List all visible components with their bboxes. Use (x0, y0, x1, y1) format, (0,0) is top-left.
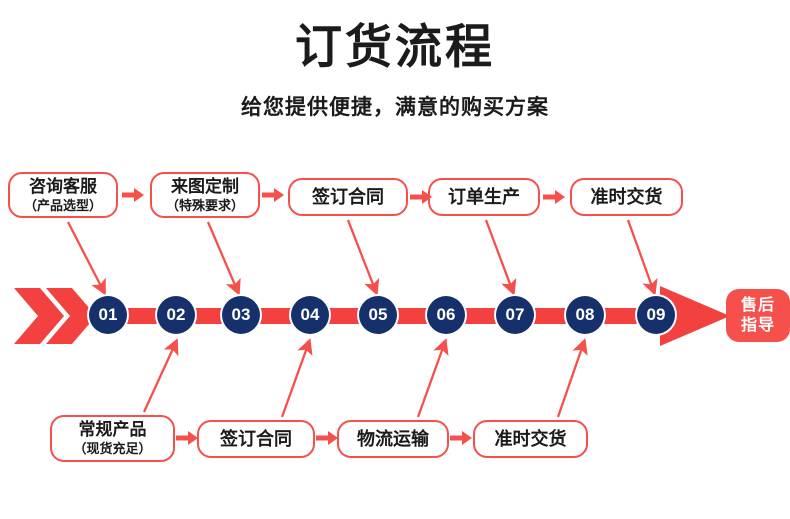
top-connector-arrow-1 (122, 188, 144, 202)
bottom-step-3[interactable]: 物流运输 (337, 420, 449, 458)
node-08[interactable]: 08 (566, 296, 604, 334)
node-01[interactable]: 01 (89, 296, 127, 334)
node-01-label: 01 (98, 305, 118, 324)
top-step-2-title: 来图定制 (171, 176, 239, 196)
top-step-2-subtitle: （特殊要求） (165, 197, 244, 213)
node-05-label: 05 (368, 305, 388, 324)
bottom-connector-arrow-1 (176, 431, 198, 445)
bottom-step-3-title: 物流运输 (357, 429, 429, 449)
top-step-1-subtitle: （产品选型） (23, 197, 102, 213)
node-04[interactable]: 04 (291, 296, 329, 334)
bottom-step-4[interactable]: 准时交货 (473, 420, 588, 458)
bottom-step-1-subtitle: （现货充足） (73, 441, 152, 456)
top-step-3[interactable]: 签订合同 (288, 178, 408, 216)
node-09-label: 09 (646, 305, 666, 324)
top-step-3-title: 签订合同 (312, 187, 384, 207)
page-title: 订货流程 (295, 20, 495, 73)
node-03[interactable]: 03 (222, 296, 260, 334)
after-sales-line1: 售后 (740, 296, 775, 314)
node-08-label: 08 (575, 305, 595, 324)
node-09[interactable]: 09 (637, 296, 675, 334)
chevron-icon-2 (46, 288, 96, 344)
node-06-label: 06 (436, 305, 456, 324)
bottom-step-1-title: 常规产品 (78, 420, 147, 439)
bottom-step-4-title: 准时交货 (494, 429, 567, 449)
top-step-1[interactable]: 咨询客服 （产品选型） (8, 172, 118, 218)
top-connector-arrow-3 (410, 190, 432, 204)
top-step-4[interactable]: 订单生产 (428, 178, 540, 216)
top-step-5[interactable]: 准时交货 (570, 178, 683, 216)
top-step-2[interactable]: 来图定制 （特殊要求） (150, 172, 260, 218)
node-04-label: 04 (300, 305, 320, 324)
top-connector-arrow-2 (262, 188, 284, 202)
top-step-4-title: 订单生产 (448, 187, 520, 207)
node-07-label: 07 (505, 305, 525, 324)
top-step-5-title: 准时交货 (590, 187, 663, 207)
after-sales-line2: 指导 (740, 316, 775, 334)
top-step-1-title: 咨询客服 (29, 176, 97, 196)
node-07[interactable]: 07 (496, 296, 534, 334)
bottom-connector-arrow-3 (450, 431, 472, 445)
bottom-step-1[interactable]: 常规产品 （现货充足） (50, 415, 175, 462)
node-06[interactable]: 06 (427, 296, 465, 334)
after-sales-badge[interactable]: 售后 指导 (726, 289, 790, 342)
node-02-label: 02 (166, 305, 186, 324)
node-02[interactable]: 02 (157, 296, 195, 334)
bottom-step-2[interactable]: 签订合同 (197, 420, 315, 458)
node-05[interactable]: 05 (359, 296, 397, 334)
top-connector-arrow-4 (543, 190, 565, 204)
page-subtitle: 给您提供便捷，满意的购买方案 (241, 96, 549, 119)
bottom-connector-arrow-2 (316, 431, 338, 445)
node-03-label: 03 (231, 305, 251, 324)
chevron-icon-1 (14, 288, 64, 344)
bottom-step-2-title: 签订合同 (220, 429, 292, 449)
